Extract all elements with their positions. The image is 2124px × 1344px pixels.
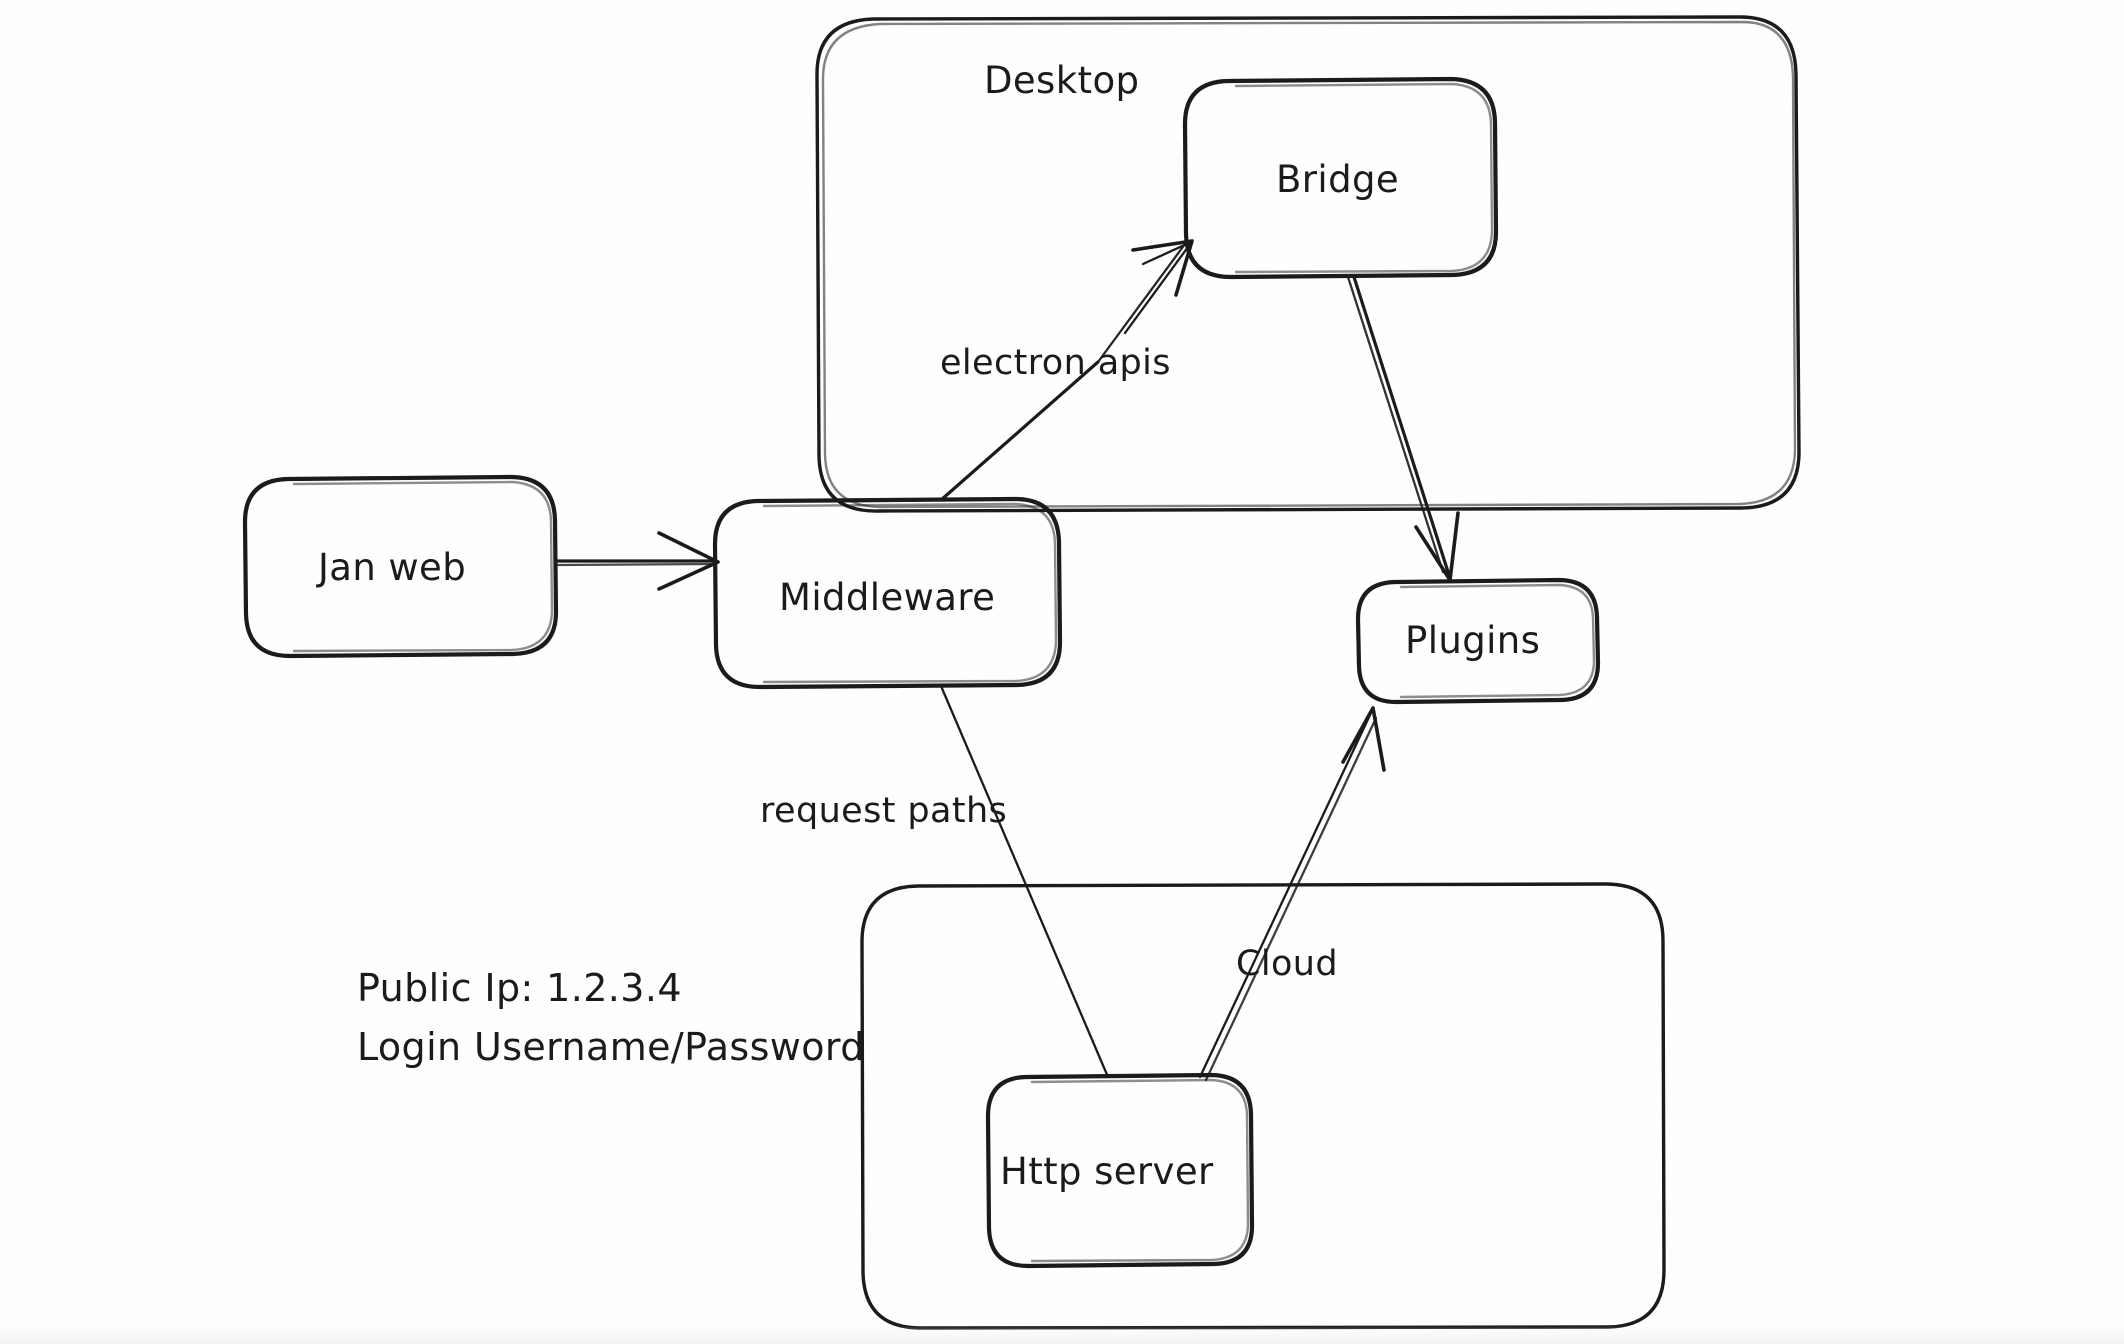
node-bridge[interactable]: Bridge — [1182, 76, 1499, 280]
node-bridge-label: Bridge — [1276, 158, 1399, 201]
note-login-credentials: Login Username/Password — [357, 1025, 865, 1069]
edge-janweb-to-middleware[interactable] — [554, 531, 720, 591]
node-plugins-label: Plugins — [1405, 619, 1540, 662]
edge-request-paths-label: request paths — [760, 791, 1007, 831]
edge-middleware-to-bridge[interactable]: electron apis — [939, 239, 1194, 502]
node-jan-web-label: Jan web — [316, 546, 466, 589]
node-middleware[interactable]: Middleware — [712, 496, 1063, 690]
node-middleware-label: Middleware — [779, 576, 995, 619]
node-http-server[interactable]: Http server — [985, 1072, 1255, 1269]
group-desktop-label: Desktop — [984, 59, 1139, 102]
edge-cloud-label: Cloud — [1236, 944, 1338, 984]
node-jan-web[interactable]: Jan web — [242, 474, 559, 659]
node-http-server-label: Http server — [1000, 1150, 1214, 1193]
note-public-ip-text: Public Ip: 1.2.3.4 — [357, 966, 682, 1010]
edge-middleware-to-httpserver[interactable]: request paths — [760, 684, 1110, 1079]
note-public-ip: Public Ip: 1.2.3.4 — [357, 966, 682, 1010]
group-desktop[interactable]: Desktop — [815, 15, 1801, 513]
edge-bridge-to-plugins[interactable] — [1346, 275, 1460, 582]
note-login-credentials-text: Login Username/Password — [357, 1025, 865, 1069]
edge-httpserver-to-plugins[interactable]: Cloud — [1198, 706, 1386, 1082]
node-plugins[interactable]: Plugins — [1355, 577, 1601, 705]
edge-electron-apis-label: electron apis — [940, 343, 1171, 383]
